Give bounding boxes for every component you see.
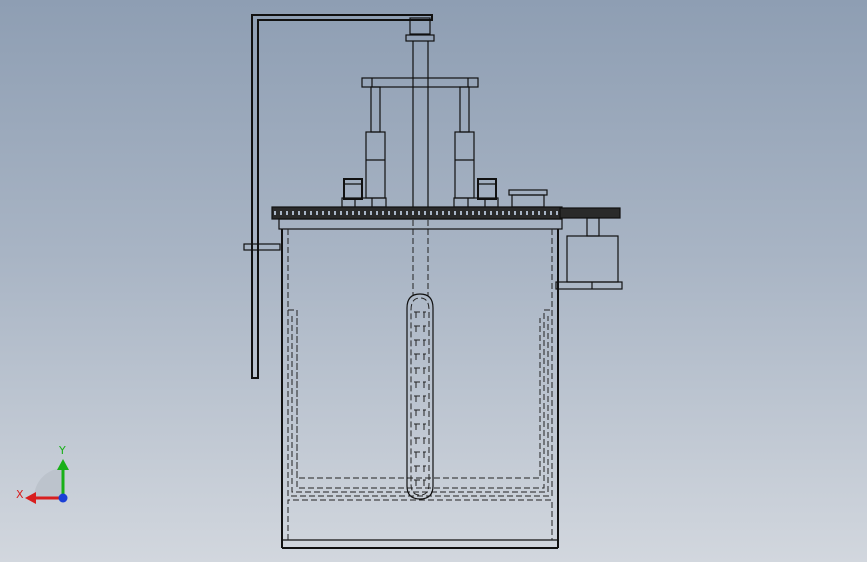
gear-tooth [544,211,546,215]
stirrer-shaft[interactable] [405,17,435,296]
support-rod[interactable] [243,14,433,379]
gear-tooth [436,211,438,215]
gear-tooth [472,211,474,215]
impeller-blade-mark [414,367,426,376]
gear-tooth [304,211,306,215]
impeller-blade-mark [414,479,426,488]
z-axis-dot-icon [58,493,68,503]
gear-tooth [364,211,366,215]
coordinate-triad: X Y [16,444,69,504]
gear-tooth [316,211,318,215]
lid-bolts[interactable] [341,178,499,208]
gear-tooth [406,211,408,215]
gear-tooth [340,211,342,215]
impeller-blade-mark [414,325,426,334]
y-axis-label: Y [58,444,66,457]
drive-motor[interactable] [555,207,623,290]
gear-tooth [484,211,486,215]
gear-tooth [352,211,354,215]
gear-tooth [334,211,336,215]
gear-tooth [346,211,348,215]
gear-tooth [310,211,312,215]
gear-tooth [400,211,402,215]
gear-tooth [286,211,288,215]
impeller-blade-mark [414,437,426,446]
impeller-blade-mark [414,381,426,390]
impeller-blade-mark [414,423,426,432]
gear-tooth [298,211,300,215]
gear-tooth [478,211,480,215]
gear-tooth [514,211,516,215]
impeller-blade-mark [414,353,426,362]
gear-tooth [280,211,282,215]
gear-tooth [532,211,534,215]
gear-tooth [430,211,432,215]
gear-tooth [322,211,324,215]
impeller-blade-mark [414,465,426,474]
gear-tooth [502,211,504,215]
gear-tooth [508,211,510,215]
triad-plane-icon [33,468,62,498]
gear-tooth [376,211,378,215]
impeller-blade-mark [414,451,426,460]
gear-tooth [526,211,528,215]
gear-tooth [520,211,522,215]
left-column[interactable] [365,86,386,199]
impeller-blade-mark [414,409,426,418]
stirrer-impeller[interactable] [406,293,434,500]
gear-tooth [460,211,462,215]
impeller-blade-mark [414,395,426,404]
gear-tooth [490,211,492,215]
gear-tooth [292,211,294,215]
impeller-blade-mark [414,339,426,348]
gear-tooth [556,211,558,215]
gear-tooth [358,211,360,215]
gear-tooth [448,211,450,215]
gear-tooth [454,211,456,215]
gear-tooth [328,211,330,215]
gear-tooth [382,211,384,215]
gear-tooth [370,211,372,215]
vessel-lid[interactable] [271,206,563,230]
gear-tooth [388,211,390,215]
gear-tooth [466,211,468,215]
impeller-blade-mark [414,311,426,320]
right-column[interactable] [454,86,475,199]
sample-port[interactable] [508,189,548,208]
gear-tooth [274,211,276,215]
vessel-body[interactable] [281,229,559,549]
gear-tooth [424,211,426,215]
gear-tooth [496,211,498,215]
gear-tooth [418,211,420,215]
x-axis-label: X [16,488,24,501]
gear-tooth [394,211,396,215]
gear-tooth [550,211,552,215]
gear-tooth [538,211,540,215]
upper-crossbar[interactable] [361,77,479,88]
gear-tooth [412,211,414,215]
gear-tooth [442,211,444,215]
